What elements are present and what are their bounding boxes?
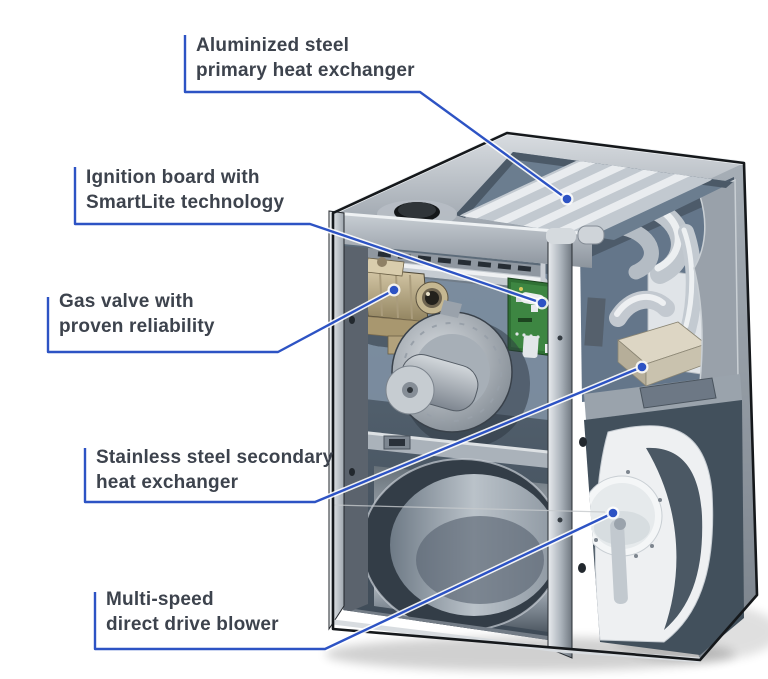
front-left-pillar [328, 210, 345, 631]
leader-ignition-board [73, 167, 543, 305]
front-left-strip [344, 246, 368, 614]
label-primary-heat-exchanger: Aluminized steel primary heat exchanger [196, 33, 415, 83]
label-line: Aluminized steel [196, 35, 350, 56]
leader-primary-heat-exchanger [183, 35, 568, 200]
leader-lines [46, 35, 649, 652]
label-line: Stainless steel secondary [96, 447, 334, 468]
label-ignition-board: Ignition board with SmartLite technology [86, 165, 284, 215]
label-line: SmartLite technology [86, 192, 285, 213]
leader-secondary-heat-exchanger [83, 365, 643, 504]
label-line: heat exchanger [96, 472, 239, 493]
blower-drum [361, 458, 548, 632]
condensate-elbow-pipe [609, 290, 675, 327]
label-line: primary heat exchanger [196, 60, 415, 81]
label-line: Multi-speed [106, 589, 214, 610]
panel-seam [332, 504, 606, 513]
cabinet-outline [331, 131, 759, 662]
label-line: Gas valve with [59, 291, 194, 312]
pillar-top-cap [546, 228, 576, 244]
blower-deck [584, 374, 742, 420]
label-gas-valve: Gas valve with proven reliability [59, 289, 215, 339]
label-secondary-heat-exchanger: Stainless steel secondary heat exchanger [96, 445, 333, 495]
side-panel-cut-edge [693, 178, 739, 383]
front-right-pillar [547, 231, 573, 659]
label-line: proven reliability [59, 316, 215, 337]
label-line: direct drive blower [106, 614, 279, 635]
cabinet-top [332, 130, 745, 240]
inducer-motor [385, 300, 530, 448]
label-line: Ignition board with [86, 167, 260, 188]
leader-blower [93, 511, 614, 651]
label-blower: Multi-speed direct drive blower [106, 587, 279, 637]
leader-endpoint-dots [387, 192, 649, 520]
blower-scroll-housing [584, 425, 714, 643]
leader-gas-valve [46, 288, 395, 354]
